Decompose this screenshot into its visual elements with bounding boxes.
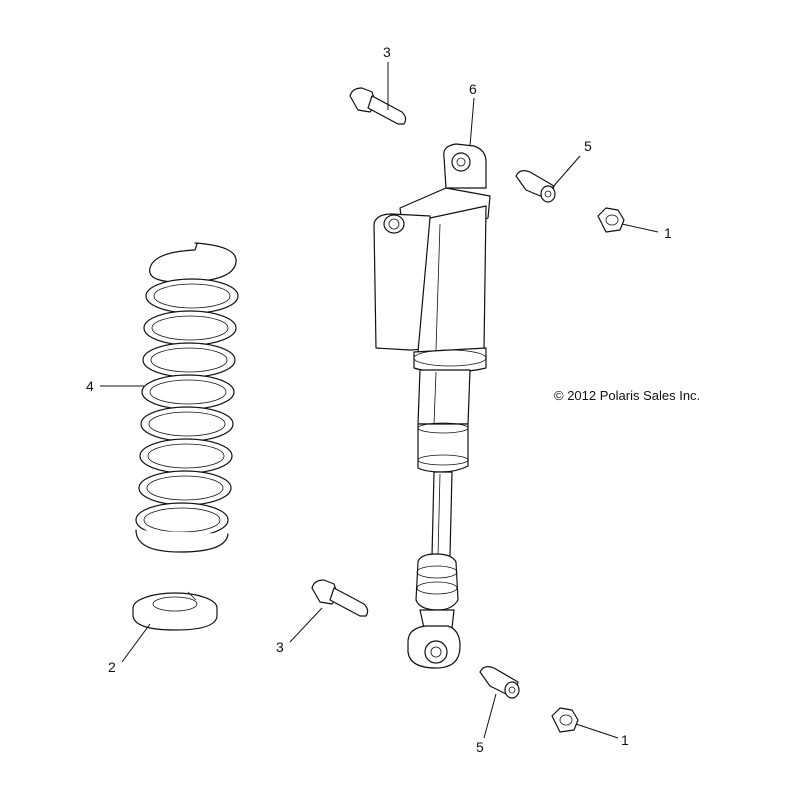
copyright-notice: © 2012 Polaris Sales Inc. [554,388,700,403]
callouts: 3 6 5 1 4 2 3 5 1 [86,44,672,755]
callout-retainer: 2 [108,659,116,675]
bushing-bottom [479,666,520,699]
shock-absorber [373,143,491,669]
bolt-bottom [311,579,369,617]
bushing-top [515,170,556,203]
nut-top [597,207,625,233]
callout-bushing-top: 5 [584,138,592,154]
callout-bolt-top: 3 [383,44,391,60]
callout-spring: 4 [86,378,94,394]
leader-lines [100,62,659,739]
callout-nut-bottom: 1 [621,732,629,748]
nut-bottom [551,707,579,733]
callout-bushing-bottom: 5 [476,739,484,755]
spring-retainer [132,591,218,631]
coil-spring [135,242,239,553]
callout-nut-top: 1 [664,225,672,241]
callout-shock: 6 [469,81,477,97]
bolt-top [349,87,407,125]
callout-bolt-bottom: 3 [276,639,284,655]
